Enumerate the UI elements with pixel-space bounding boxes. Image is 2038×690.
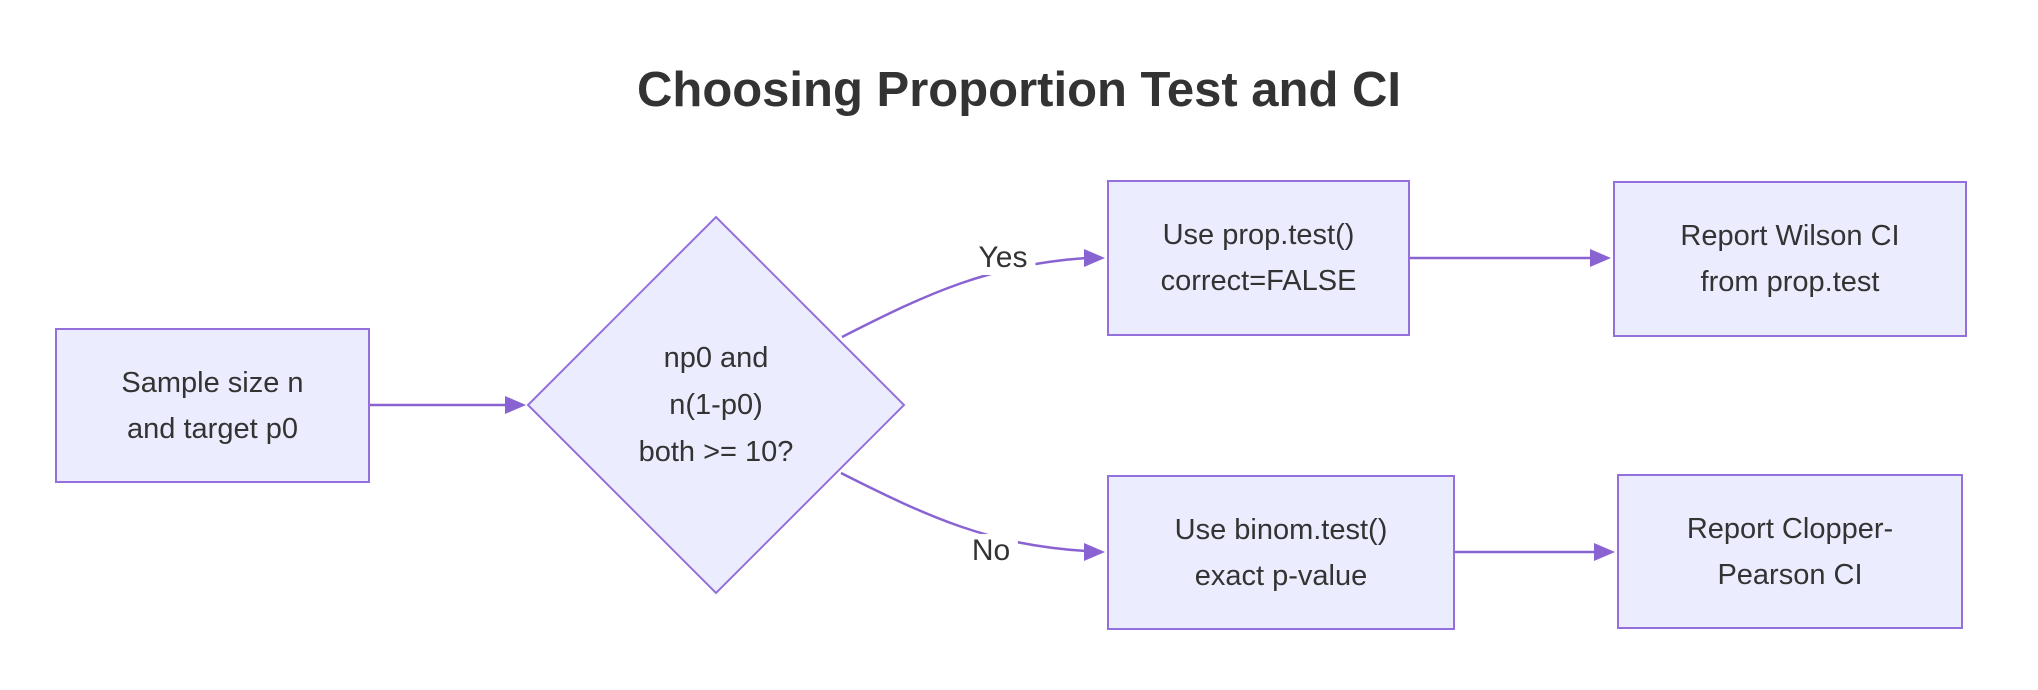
node-decision-label: np0 and n(1-p0) both >= 10? <box>566 335 866 476</box>
node-report-clopper-pearson-ci: Report Clopper- Pearson CI <box>1617 474 1963 629</box>
node-report-clopper-pearson-line1: Report Clopper- <box>1686 512 1894 545</box>
node-sample-size: Sample size n and target p0 <box>55 328 370 483</box>
arrowhead-yes-action-to-result <box>1590 249 1611 267</box>
arrowhead-no-action-to-result <box>1594 543 1615 561</box>
node-sample-size-line2: and target p0 <box>127 412 298 445</box>
arrowhead-decision-no <box>1084 543 1105 561</box>
node-report-wilson-ci-line2: from prop.test <box>1700 266 1880 298</box>
node-use-prop-test: Use prop.test() correct=FALSE <box>1107 180 1410 336</box>
decision-diamond-shape <box>526 215 906 595</box>
edge-label-no: No <box>963 534 1019 568</box>
node-use-binom-test-line2: exact p-value <box>1194 559 1368 592</box>
diagram-title: Choosing Proportion Test and CI <box>637 63 1401 117</box>
node-use-prop-test-line1: Use prop.test() <box>1162 219 1355 251</box>
arrowhead-decision-yes <box>1084 249 1105 267</box>
edge-decision-yes <box>841 256 1087 339</box>
edge-decision-no <box>840 471 1087 553</box>
node-decision-line1: np0 and <box>663 342 769 374</box>
node-report-wilson-ci-line1: Report Wilson CI <box>1680 220 1900 252</box>
node-report-clopper-pearson-line2: Pearson CI <box>1717 558 1863 591</box>
node-use-binom-test-line1: Use binom.test() <box>1174 513 1388 546</box>
edge-label-yes: Yes <box>970 241 1036 275</box>
arrowhead-start-to-decision <box>505 396 526 414</box>
node-sample-size-line1: Sample size n <box>121 366 304 399</box>
node-use-binom-test: Use binom.test() exact p-value <box>1107 475 1455 630</box>
node-decision-line3: both >= 10? <box>638 436 794 468</box>
node-report-wilson-ci: Report Wilson CI from prop.test <box>1613 181 1967 337</box>
node-decision-line2: n(1-p0) <box>669 389 763 421</box>
node-use-prop-test-line2: correct=FALSE <box>1160 265 1357 297</box>
